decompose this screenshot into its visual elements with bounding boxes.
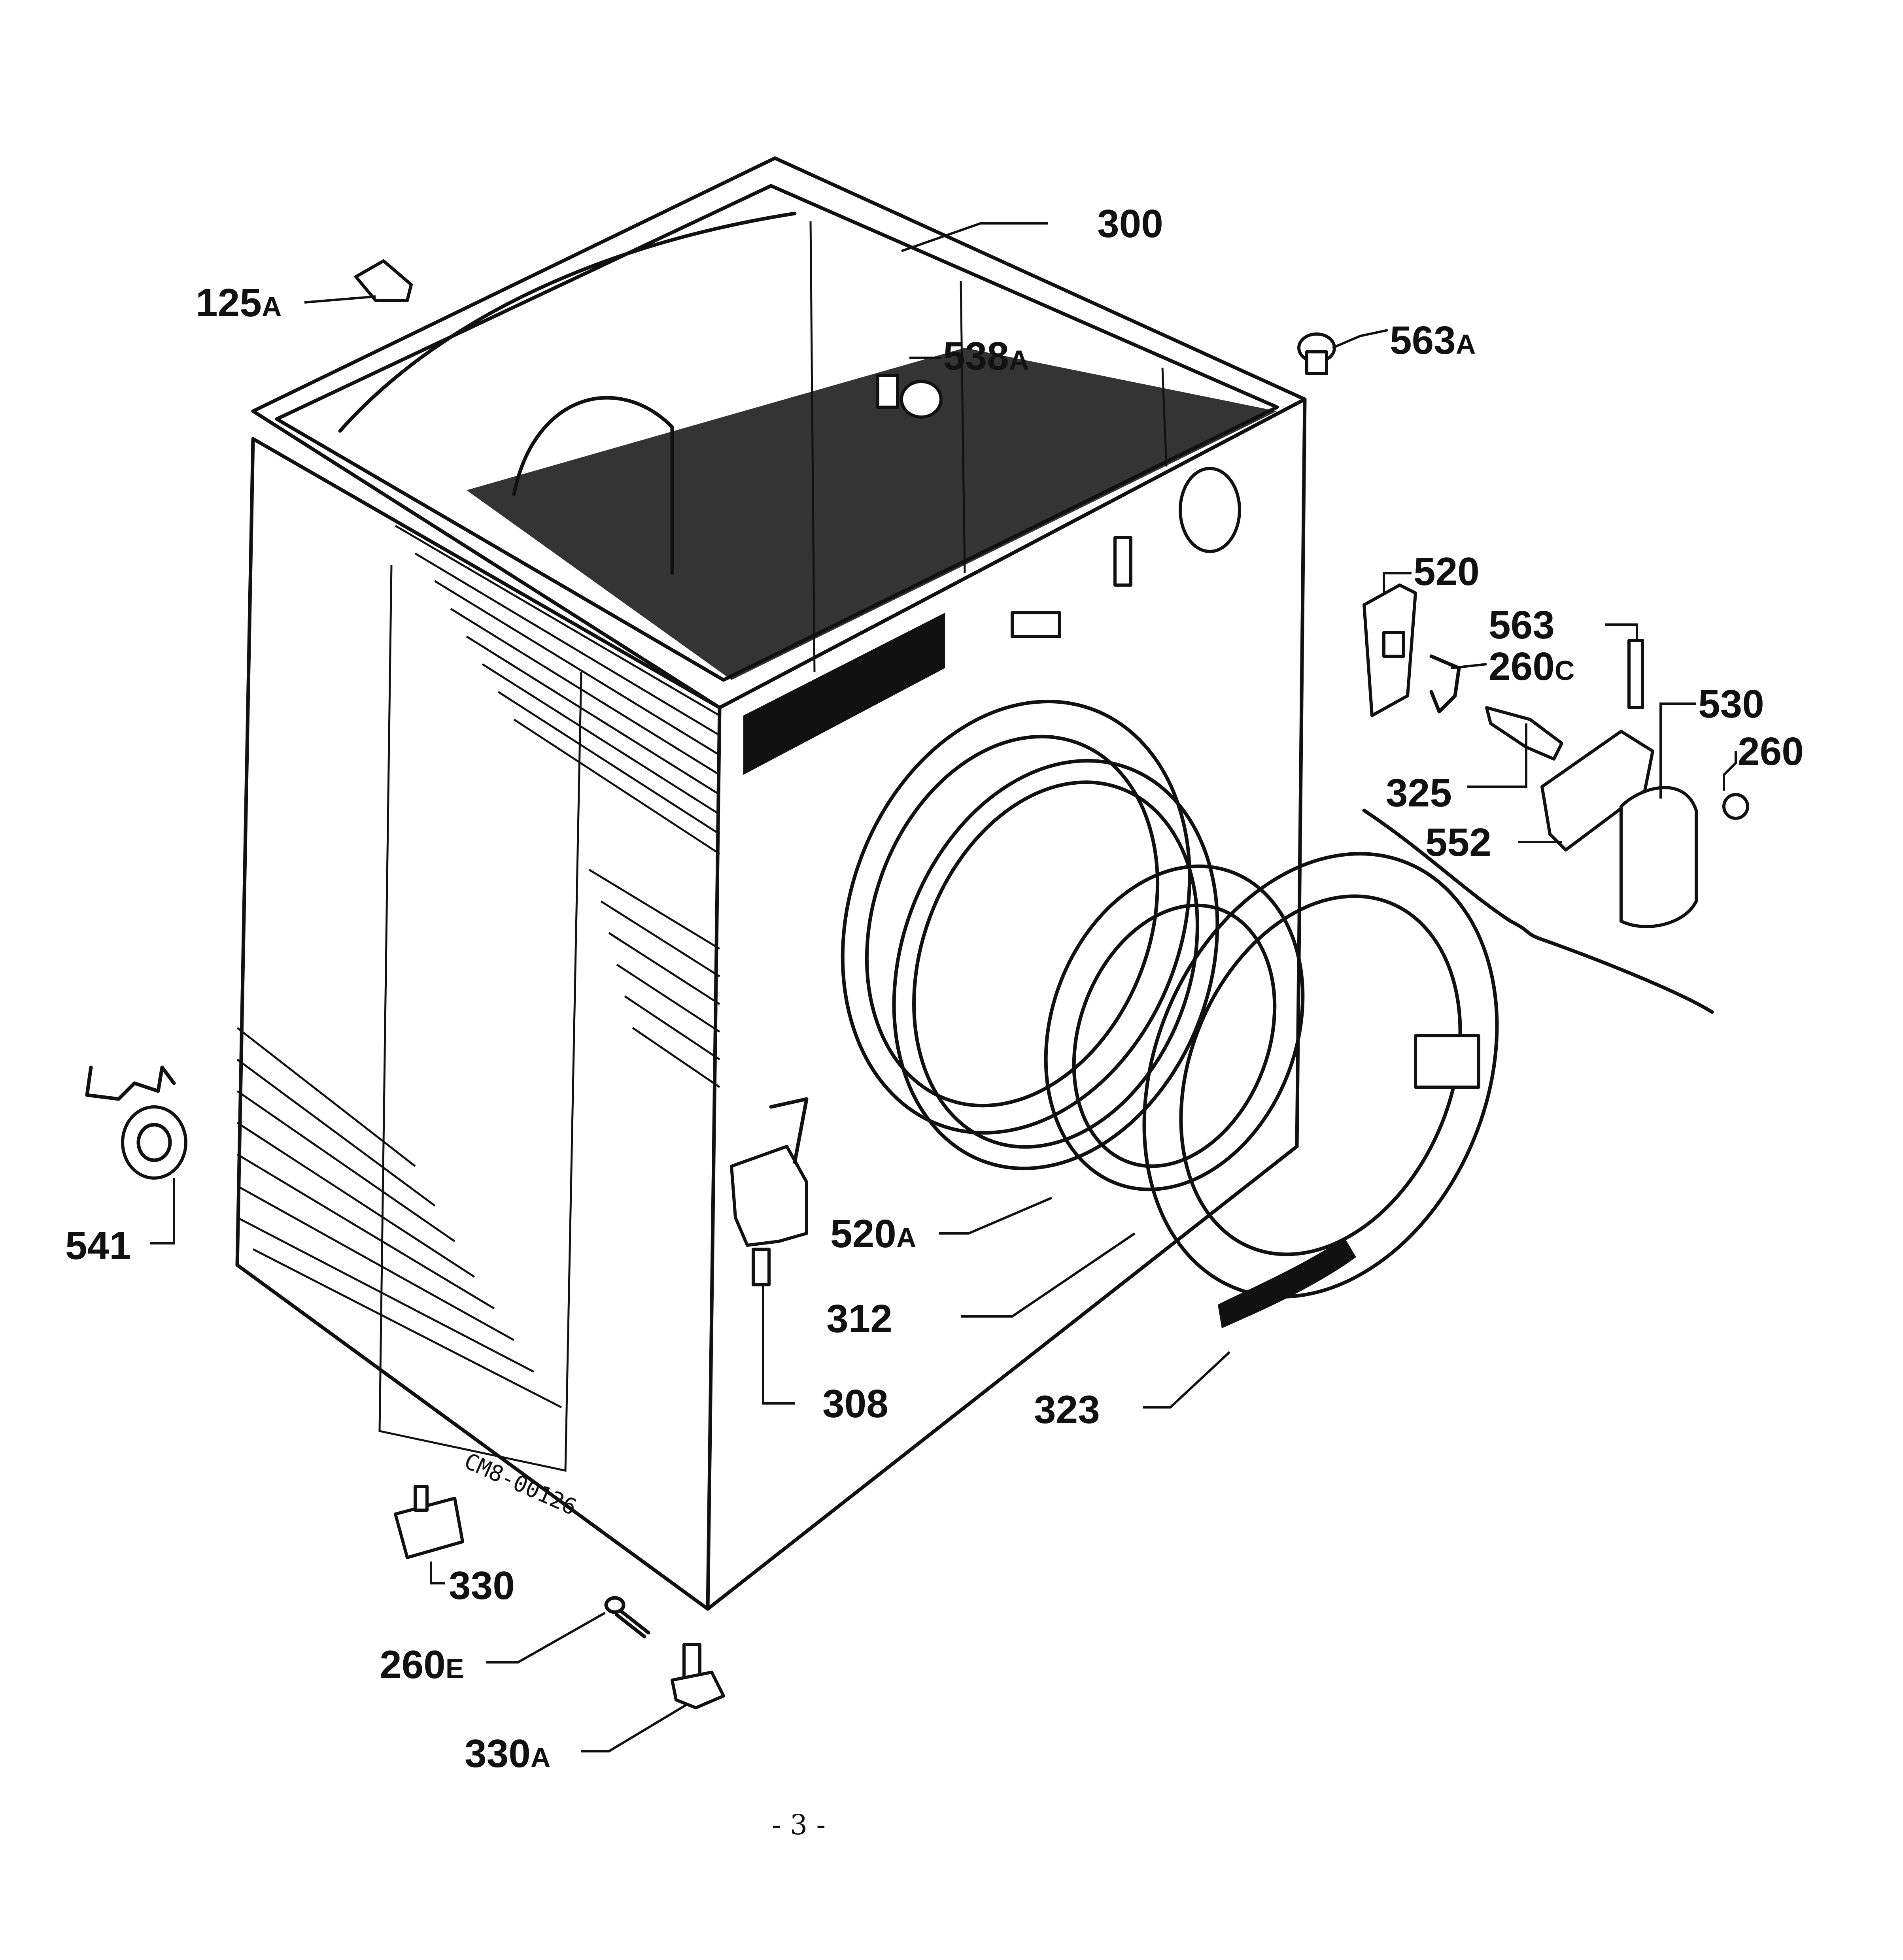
label-num: 325 xyxy=(1386,771,1452,815)
label-num: 563 xyxy=(1489,603,1555,647)
label-num: 538 xyxy=(943,334,1009,378)
label-563a: 563A xyxy=(1390,318,1476,363)
cabinet-drawing xyxy=(235,156,1307,1611)
lock-parts-drawing xyxy=(1362,583,1749,1014)
label-num: 260 xyxy=(1738,729,1804,774)
label-suffix: A xyxy=(896,1222,917,1253)
label-suffix: A xyxy=(262,291,282,322)
label-312: 312 xyxy=(826,1297,892,1341)
label-num: 125 xyxy=(196,281,262,325)
label-260c: 260C xyxy=(1489,644,1574,689)
document-code: CM8-00126 xyxy=(460,1448,580,1520)
label-num: 260 xyxy=(1489,644,1555,689)
label-541: 541 xyxy=(65,1224,131,1268)
clip-drawing xyxy=(354,259,413,302)
label-suffix: A xyxy=(1009,345,1029,376)
label-num: 552 xyxy=(1425,820,1491,865)
label-num: 520 xyxy=(830,1212,896,1256)
label-520a: 520A xyxy=(830,1212,916,1256)
label-563: 563 xyxy=(1489,603,1555,647)
label-num: 541 xyxy=(65,1224,131,1268)
label-552: 552 xyxy=(1425,820,1491,865)
label-num: 330 xyxy=(465,1732,531,1776)
label-538a: 538A xyxy=(943,334,1029,378)
label-308: 308 xyxy=(822,1382,888,1426)
label-260: 260 xyxy=(1738,729,1804,774)
leader-lines xyxy=(150,222,1737,1752)
adjustable-foot-drawing xyxy=(671,1643,725,1709)
label-num: 260 xyxy=(380,1643,446,1687)
label-suffix: A xyxy=(531,1742,551,1773)
label-num: 312 xyxy=(826,1297,892,1341)
label-num: 308 xyxy=(822,1382,888,1426)
page-number: - 3 - xyxy=(772,1809,826,1841)
label-330a: 330A xyxy=(465,1732,550,1776)
door-seal-drawing xyxy=(892,759,1219,1171)
label-520: 520 xyxy=(1414,549,1480,594)
left-panel-hatching xyxy=(236,525,720,1409)
label-530: 530 xyxy=(1698,682,1764,726)
label-num: 563 xyxy=(1390,318,1456,363)
label-num: 300 xyxy=(1097,202,1163,246)
label-325: 325 xyxy=(1386,771,1452,815)
label-num: 330 xyxy=(449,1563,515,1608)
split-pin-drawing xyxy=(604,1596,650,1639)
door-glass-drawing xyxy=(1044,864,1305,1191)
label-suffix: A xyxy=(1456,329,1476,360)
label-323: 323 xyxy=(1034,1388,1100,1432)
label-num: 530 xyxy=(1698,682,1764,726)
label-260e: 260E xyxy=(380,1643,464,1687)
plug-drawing xyxy=(876,374,943,419)
label-330: 330 xyxy=(449,1563,515,1608)
label-125a: 125A xyxy=(196,281,282,325)
foot-cap-drawing xyxy=(394,1485,464,1559)
label-300: 300 xyxy=(1097,202,1163,246)
label-num: 323 xyxy=(1034,1388,1100,1432)
part-labels: 300 125A 538A 563A 520 563 260C 530 260 … xyxy=(65,202,1804,1776)
cap-drawing xyxy=(1297,332,1336,375)
label-suffix: C xyxy=(1555,655,1575,686)
label-suffix: E xyxy=(446,1653,464,1684)
door-ring-drawing xyxy=(1142,852,1499,1328)
bracket-drawing xyxy=(85,1065,187,1180)
door-hinge-drawing xyxy=(730,1097,809,1286)
label-num: 520 xyxy=(1414,549,1480,594)
